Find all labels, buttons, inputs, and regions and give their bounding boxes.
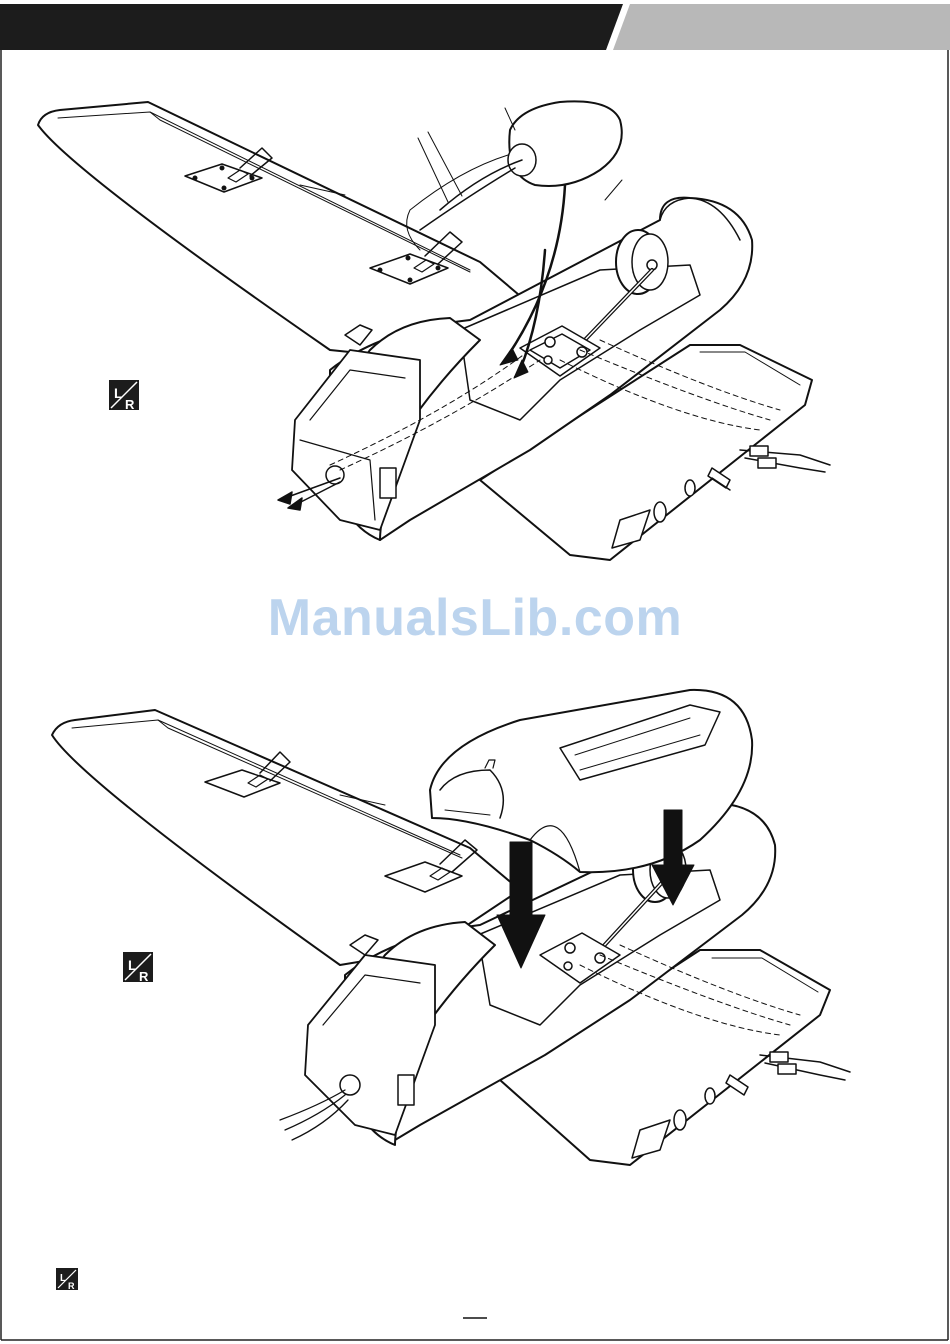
illustration-top — [38, 101, 830, 560]
svg-text:R: R — [68, 1281, 75, 1291]
floating-component — [407, 101, 622, 250]
watermark-text: ManualsLib.com — [0, 588, 950, 648]
svg-text:L: L — [128, 957, 137, 973]
illustration-bottom — [52, 690, 850, 1165]
lr-badge-bottom: L R — [123, 952, 153, 984]
header-bar — [0, 4, 950, 50]
svg-text:R: R — [139, 969, 149, 984]
badge-letter-r: R — [125, 397, 135, 412]
lr-badge-top: L R — [109, 380, 139, 412]
header-dark-band — [0, 4, 623, 50]
svg-text:L: L — [60, 1273, 66, 1284]
badge-letter-l: L — [114, 385, 123, 401]
lr-badge-footer: L R — [56, 1268, 78, 1291]
header-grey-band — [613, 4, 950, 50]
